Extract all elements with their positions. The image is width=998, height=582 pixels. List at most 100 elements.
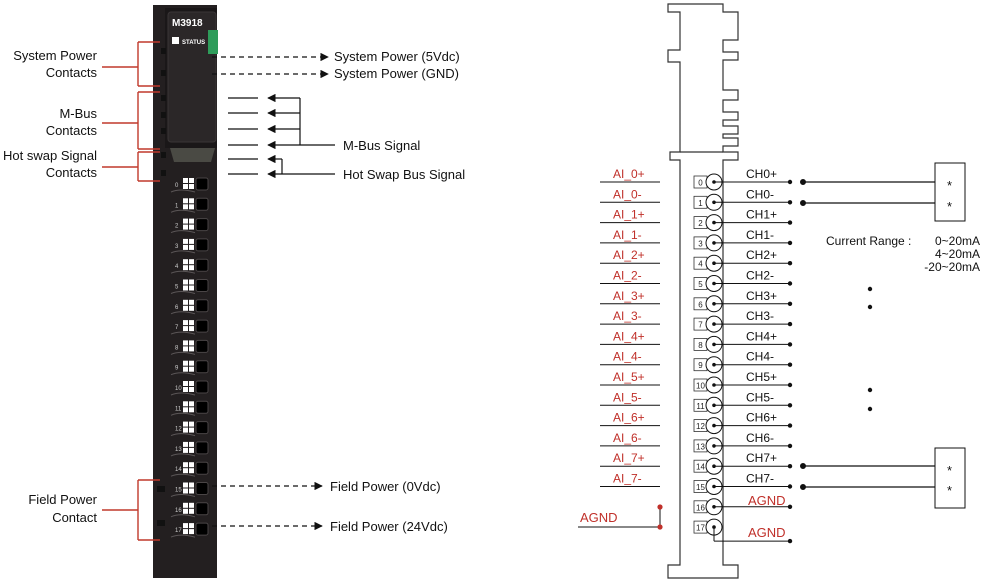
module-terminal: 7 xyxy=(170,319,209,335)
terminal-number: 7 xyxy=(698,321,703,330)
module-terminal-number: 10 xyxy=(175,386,182,392)
ch-label: CH6- xyxy=(746,431,774,445)
system-power-5v-label: System Power (5Vdc) xyxy=(334,49,460,64)
ch-label: CH2+ xyxy=(746,248,777,262)
module-terminal-number: 7 xyxy=(175,325,179,331)
ai-input-line: AI_1+ xyxy=(600,208,660,224)
ch-output-line: CH0+ xyxy=(714,167,793,185)
hot-swap-bus-signal-label: Hot Swap Bus Signal xyxy=(343,167,465,182)
ch-output-line: CH4+ xyxy=(714,329,793,347)
field-power-contact-label-2: Contact xyxy=(52,510,97,525)
sensor-box-top xyxy=(934,162,966,222)
terminal-number: 10 xyxy=(696,382,705,391)
terminal-number: 3 xyxy=(698,239,703,248)
ai-label: AI_7- xyxy=(613,472,642,486)
continuation-dots xyxy=(867,286,873,412)
module-terminal-number: 15 xyxy=(175,488,182,494)
ai-label: AI_5+ xyxy=(613,370,645,384)
ai-input-line: AI_0+ xyxy=(600,167,660,183)
ai-input-line: AI_1- xyxy=(600,228,660,244)
ch-label: CH3- xyxy=(746,309,774,323)
sensor-mark-2: * xyxy=(947,199,952,214)
terminal-number: 14 xyxy=(696,463,705,472)
module-signal-lines xyxy=(212,52,335,531)
field-power-24v-label: Field Power (24Vdc) xyxy=(330,519,448,534)
ch-label: CH6+ xyxy=(746,411,777,425)
agnd-node-2 xyxy=(657,524,663,530)
terminal-row: 8 xyxy=(693,335,723,353)
hot-swap-contacts-label-2: Contacts xyxy=(46,165,98,180)
terminal-row: 17 xyxy=(693,518,723,536)
terminal-number: 2 xyxy=(698,219,703,228)
terminal-row: 5 xyxy=(693,275,723,292)
mbus-bracket xyxy=(102,91,160,150)
ai-input-line: AI_7+ xyxy=(600,451,660,467)
agnd-node-1 xyxy=(657,504,663,510)
terminal-number: 16 xyxy=(696,503,705,512)
module-terminal: 9 xyxy=(170,360,209,376)
current-range-3: -20~20mA xyxy=(924,260,980,274)
ai-input-line: AI_3- xyxy=(600,309,660,325)
ch-output-line: CH2+ xyxy=(714,248,793,266)
ai-input-line: AI_6- xyxy=(600,431,660,447)
agnd-right-label-1: AGND xyxy=(748,493,786,508)
ch-label: CH1+ xyxy=(746,208,777,222)
ai-label: AI_6+ xyxy=(613,411,645,425)
module-terminal-number: 13 xyxy=(175,447,182,453)
system-power-gnd-label: System Power (GND) xyxy=(334,66,459,81)
ch-output-line: CH4- xyxy=(714,350,793,367)
status-label: STATUS xyxy=(182,40,205,46)
ai-label: AI_0+ xyxy=(613,167,645,181)
mbus-contacts-label-1: M-Bus xyxy=(59,106,97,121)
module-terminal-number: 1 xyxy=(175,203,179,209)
ch-label: CH7- xyxy=(746,472,774,486)
current-range-block: Current Range : 0~20mA 4~20mA -20~20mA xyxy=(826,234,980,274)
ch-output-line: CH5- xyxy=(714,390,793,408)
ch-label: CH0+ xyxy=(746,167,777,181)
module-terminal: 17 xyxy=(170,522,209,538)
ch-output-line: CH2- xyxy=(714,269,793,286)
module-terminal: 11 xyxy=(170,400,209,416)
module-terminal: 6 xyxy=(170,299,209,315)
ch-output-line: CH5+ xyxy=(714,370,793,388)
module-terminal: 8 xyxy=(170,339,209,355)
module-terminal: 12 xyxy=(170,421,209,437)
module-terminal-number: 14 xyxy=(175,467,182,473)
ai-label: AI_5- xyxy=(613,390,642,404)
ch-output-line: CH1- xyxy=(714,228,793,246)
ch-label: CH3+ xyxy=(746,289,777,303)
ch-label: CH2- xyxy=(746,269,774,283)
terminal-number: 13 xyxy=(696,442,705,451)
module-terminal: 4 xyxy=(170,258,209,274)
terminal-number: 9 xyxy=(698,361,703,370)
ai-input-line: AI_7- xyxy=(600,472,660,487)
module-terminal-number: 9 xyxy=(175,366,179,372)
module-terminal-number: 2 xyxy=(175,224,179,230)
ai-input-line: AI_4+ xyxy=(600,329,660,345)
module-terminal-number: 8 xyxy=(175,345,179,351)
terminal-row: 9 xyxy=(693,356,723,374)
current-range-2: 4~20mA xyxy=(935,247,980,261)
terminal-number: 15 xyxy=(696,483,705,492)
system-power-bracket xyxy=(102,41,160,87)
status-led xyxy=(208,30,218,54)
module-head-panel xyxy=(167,11,217,143)
module-terminal: 10 xyxy=(170,380,209,396)
mbus-signal-label: M-Bus Signal xyxy=(343,138,420,153)
agnd-right-label-2: AGND xyxy=(748,525,786,540)
ai-input-line: AI_3+ xyxy=(600,289,660,305)
module-terminal-number: 0 xyxy=(175,183,179,189)
ch-label: CH4- xyxy=(746,350,774,364)
ch-label: CH1- xyxy=(746,228,774,242)
system-power-contacts-label-1: System Power xyxy=(13,48,97,63)
status-indicator-square xyxy=(172,37,179,44)
terminal-number: 4 xyxy=(698,260,703,269)
field-power-0v-label: Field Power (0Vdc) xyxy=(330,479,441,494)
terminal-number: 11 xyxy=(696,402,705,411)
ai-input-line: AI_5- xyxy=(600,390,660,406)
module-terminal-number: 4 xyxy=(175,264,179,270)
ai-label: AI_3+ xyxy=(613,289,645,303)
right-labels: System Power (5Vdc) System Power (GND) M… xyxy=(330,49,465,534)
module-outline xyxy=(667,3,739,579)
